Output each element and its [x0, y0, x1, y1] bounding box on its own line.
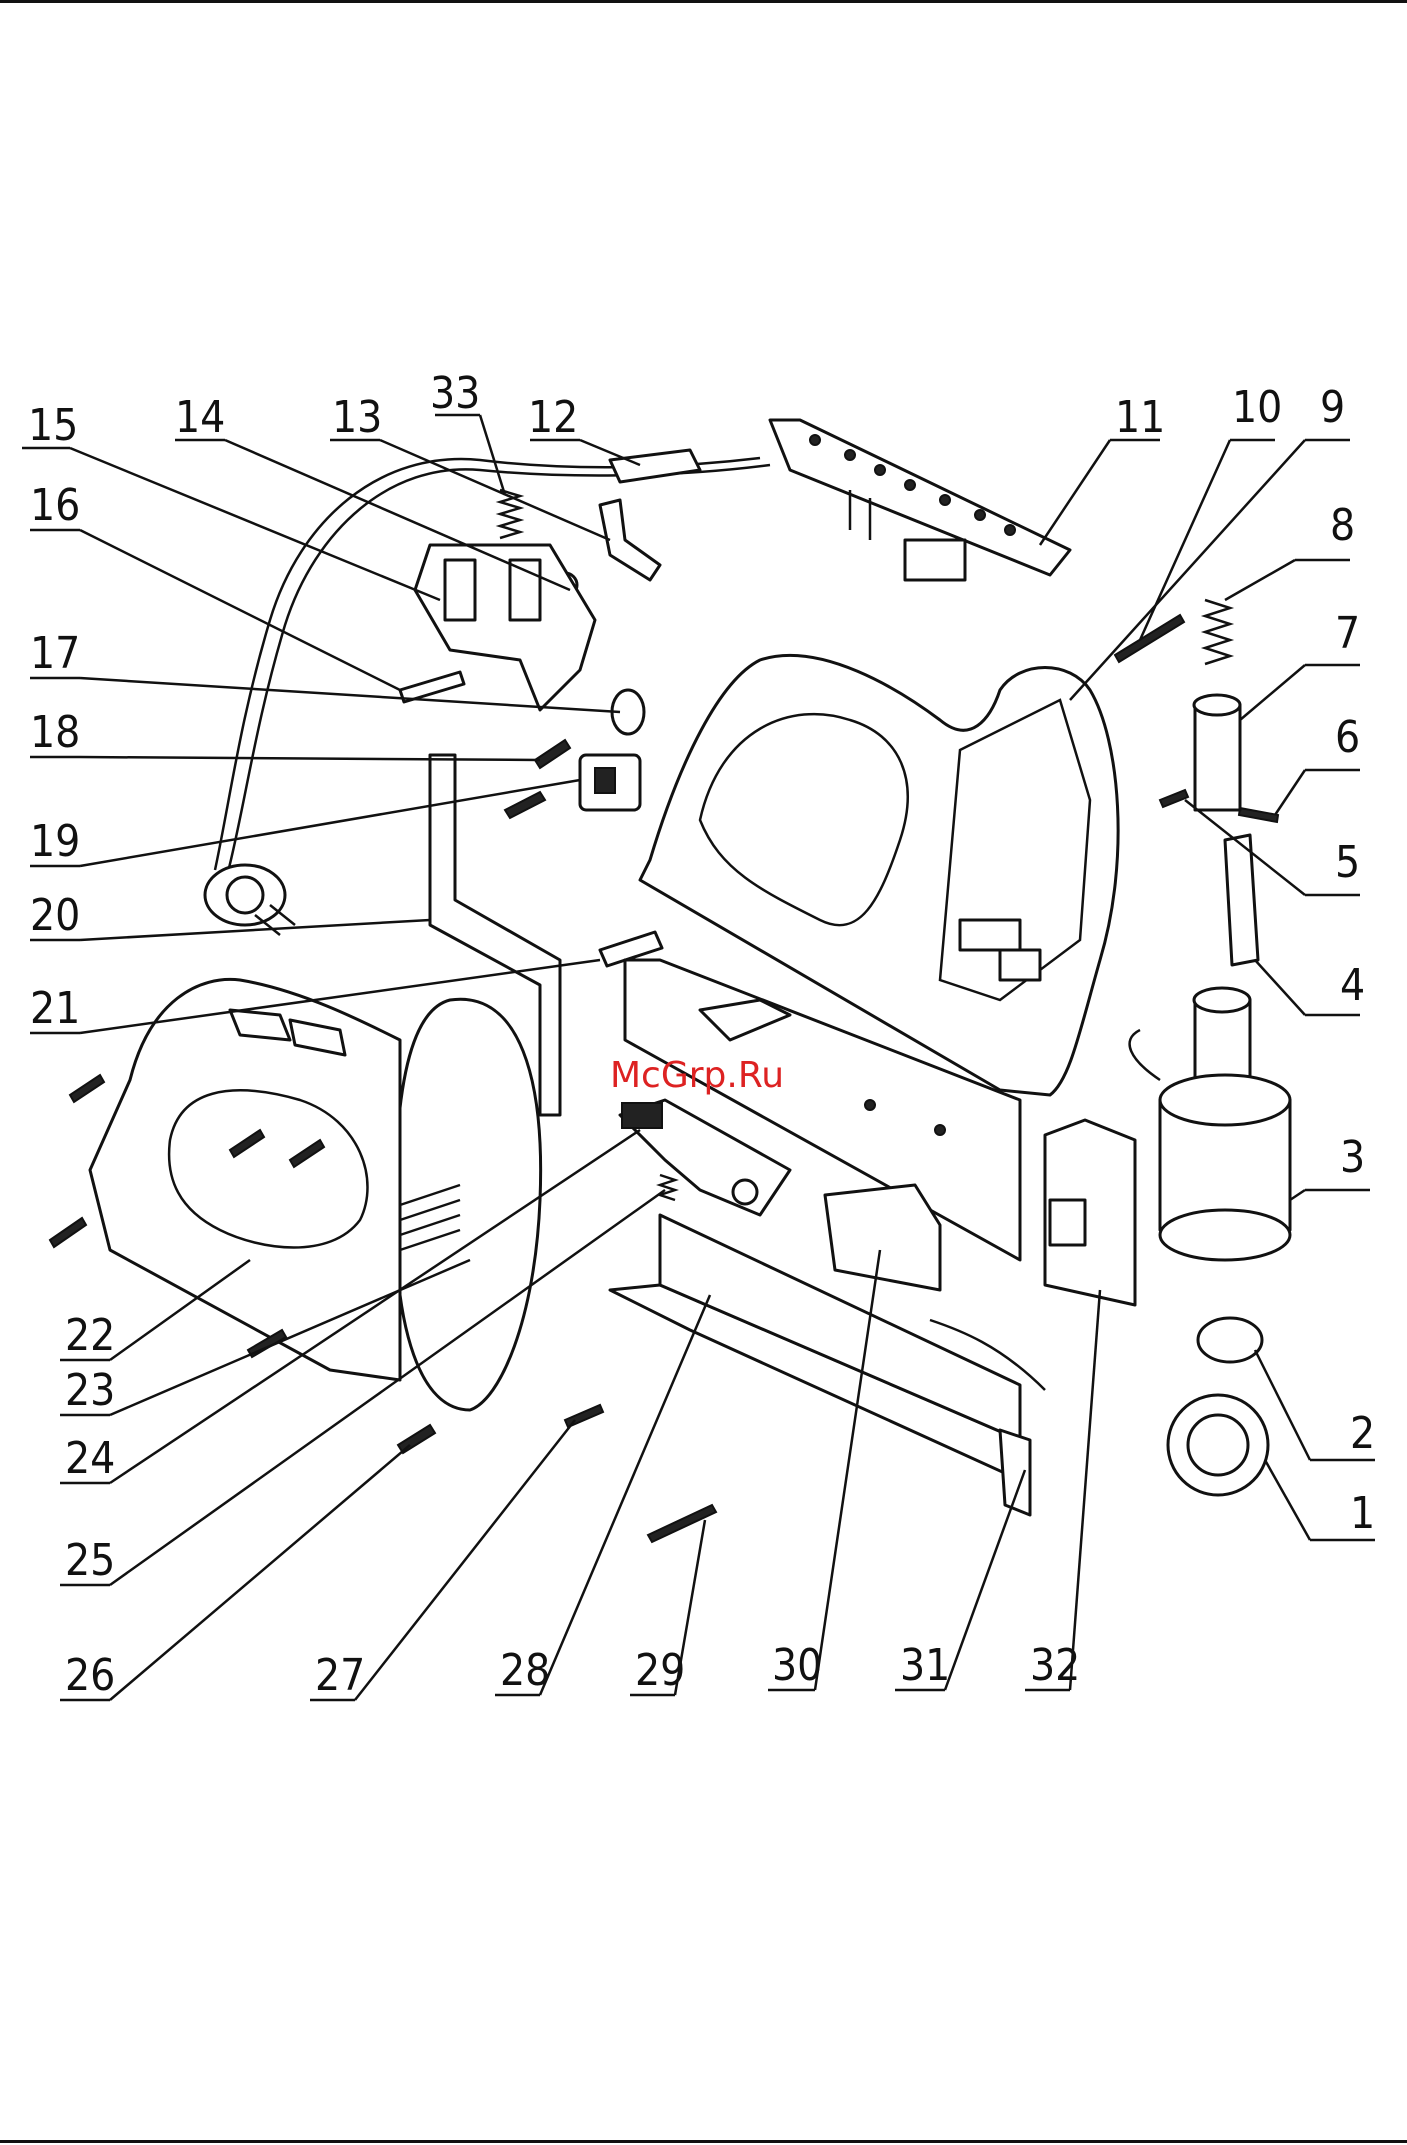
label-27: 27 [315, 1650, 365, 1701]
label-5: 5 [1335, 837, 1360, 888]
pin-16 [400, 672, 464, 702]
label-1: 1 [1350, 1488, 1375, 1539]
label-17: 17 [30, 628, 80, 679]
label-14: 14 [175, 392, 225, 443]
label-6: 6 [1335, 712, 1360, 763]
label-26: 26 [65, 1650, 115, 1701]
label-25: 25 [65, 1535, 115, 1586]
label-30: 30 [772, 1640, 822, 1691]
pin-29 [648, 1505, 716, 1542]
circuit-board [770, 420, 1070, 580]
label-19: 19 [30, 816, 80, 867]
base-plate [1168, 1395, 1268, 1495]
label-13: 13 [332, 392, 382, 443]
pin-6 [1239, 808, 1278, 822]
cap [1198, 1318, 1262, 1362]
label-3: 3 [1340, 1132, 1365, 1183]
label-31: 31 [900, 1640, 950, 1691]
spring-25 [660, 1175, 675, 1200]
screw-18 [535, 740, 570, 768]
label-20: 20 [30, 890, 80, 941]
plunger-sleeve [1194, 695, 1240, 810]
label-32: 32 [1030, 1640, 1080, 1691]
side-bracket [1045, 1120, 1135, 1305]
screw-26 [398, 1425, 435, 1453]
label-12: 12 [528, 392, 578, 443]
label-24: 24 [65, 1433, 115, 1484]
solenoid-coil [1130, 988, 1290, 1260]
label-28: 28 [500, 1645, 550, 1696]
label-9: 9 [1320, 382, 1345, 433]
label-7: 7 [1335, 608, 1360, 659]
label-21: 21 [30, 983, 80, 1034]
label-23: 23 [65, 1365, 115, 1416]
pin-5 [1160, 790, 1188, 807]
label-16: 16 [30, 480, 80, 531]
base-rail [610, 1215, 1030, 1515]
label-2: 2 [1350, 1408, 1375, 1459]
label-15: 15 [28, 400, 78, 451]
label-29: 29 [635, 1645, 685, 1696]
label-8: 8 [1330, 500, 1355, 551]
label-10: 10 [1232, 382, 1282, 433]
switch [505, 755, 640, 818]
plug [205, 865, 295, 935]
label-4: 4 [1340, 960, 1365, 1011]
guide-block [825, 1185, 940, 1290]
plunger-spring [1205, 600, 1230, 664]
label-33: 33 [430, 368, 480, 419]
cord-strain-relief [610, 450, 700, 482]
label-18: 18 [30, 707, 80, 758]
label-22: 22 [65, 1310, 115, 1361]
label-11: 11 [1115, 392, 1165, 443]
watermark: McGrp.Ru [610, 1055, 784, 1096]
end-cover [395, 999, 541, 1410]
